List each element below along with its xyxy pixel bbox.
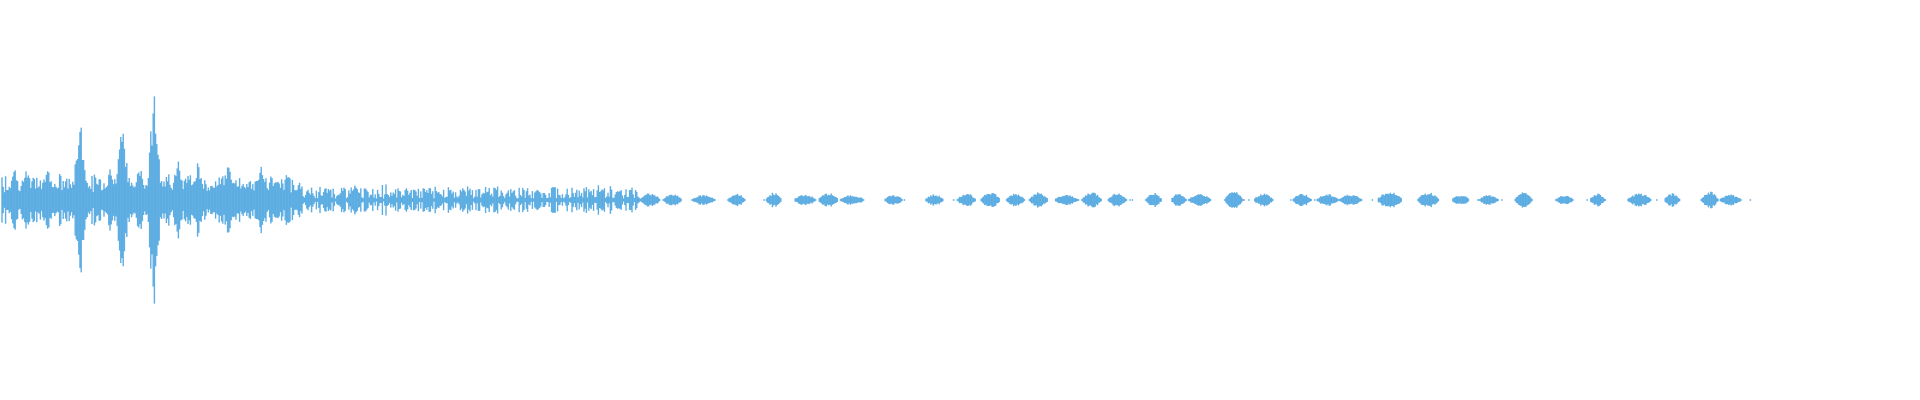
waveform-bars: [1, 96, 1752, 304]
